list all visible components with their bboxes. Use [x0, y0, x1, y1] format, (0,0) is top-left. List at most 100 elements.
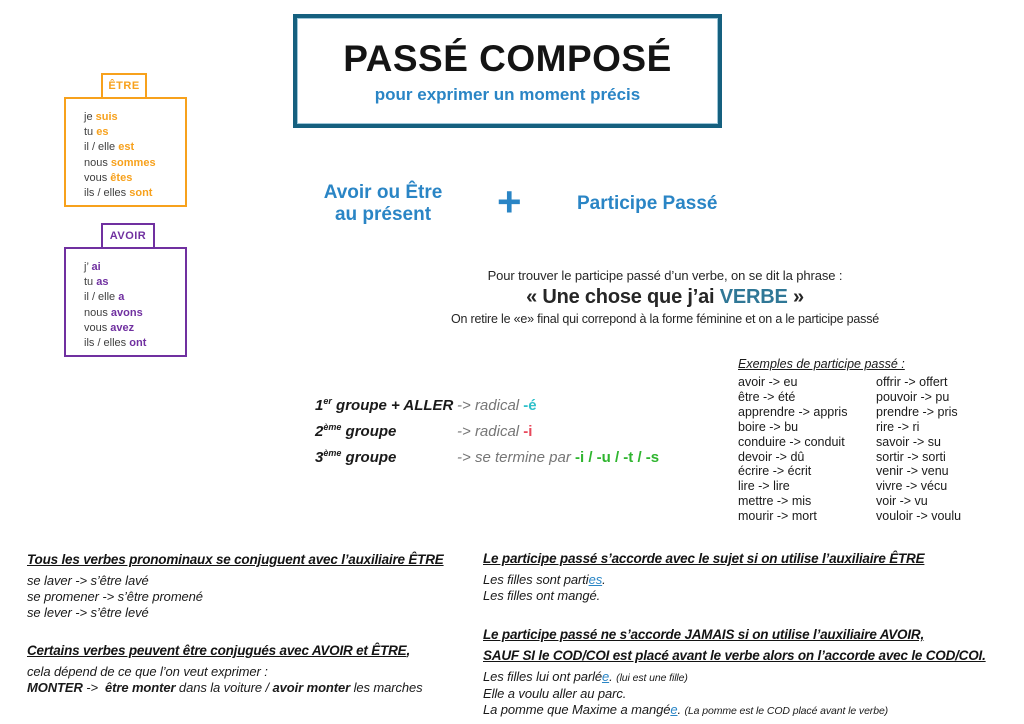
group-rule-row: 2ème groupe -> radical -i	[315, 422, 659, 448]
avoir-conjugation-card: j’ ai tu as il / elle a nous avons vous …	[64, 247, 187, 357]
example-item: boire -> bu	[738, 419, 799, 434]
plus-sign: +	[497, 178, 522, 225]
etre-card-tab: ÊTRE	[101, 73, 147, 99]
rule-text: radical	[474, 397, 524, 414]
avoir-agreement-heading-line1: Le participe passé ne s’accorde JAMAIS s…	[483, 627, 925, 642]
group-rule-row: 1er groupe + ALLER -> radical -é	[315, 396, 659, 422]
example-sentence: Les filles lui ont parlée. (lui est une …	[483, 669, 1013, 686]
conjugation-row: tu as	[84, 275, 185, 290]
explanation-line: cela dépend de ce que l’on veut exprimer…	[27, 664, 268, 680]
conjugation-row: nous avons	[84, 306, 185, 321]
example-item: savoir -> su	[876, 434, 941, 449]
agreement-ending-highlight: es	[588, 572, 603, 587]
quote-close: »	[787, 286, 804, 308]
example-item: sortir -> sorti	[876, 449, 946, 464]
agreement-rules-section: Le participe passé s’accorde avec le suj…	[483, 550, 1013, 719]
pronominal-verbs-section: Tous les verbes pronominaux se conjuguen…	[27, 551, 479, 696]
verb-form: est	[118, 141, 135, 154]
group-name: 2ème groupe	[315, 422, 457, 440]
sentence-text: .	[609, 669, 617, 684]
conjugation-row: j’ ai	[84, 260, 185, 275]
page-subtitle: pour exprimer un moment précis	[374, 84, 641, 104]
conjugation-row: vous avez	[84, 321, 185, 336]
conjugation-row: ils / elles sont	[84, 186, 185, 201]
pronoun: je	[84, 111, 96, 123]
monter-end-text: les marches	[350, 680, 423, 696]
group-name-rest: groupe + ALLER	[331, 397, 454, 414]
pronoun: j’	[84, 261, 92, 273]
verb-form: ai	[91, 261, 101, 273]
etre-agreement-heading: Le participe passé s’accorde avec le suj…	[483, 551, 925, 566]
arrow: ->	[457, 449, 475, 466]
agreement-ending-highlight: e	[602, 669, 610, 684]
conjugation-row: tu es	[84, 125, 185, 140]
etre-conjugation-card: je suis tu es il / elle est nous sommes …	[64, 97, 187, 207]
sentence-text: Les filles sont parti	[483, 572, 589, 587]
rule-text: radical	[474, 423, 524, 440]
verb-form: as	[96, 276, 109, 289]
group-ordinal-suffix: er	[323, 396, 332, 406]
example-item: conduire -> conduit	[738, 434, 845, 449]
participle-tip-block: Pour trouver le participe passé d’un ver…	[415, 268, 915, 326]
example-item: voir -> vu	[876, 494, 928, 509]
tip-quote: « Une chose que j’ai VERBE »	[415, 286, 915, 309]
avoir-card-label: AVOIR	[109, 230, 147, 242]
group-number: 2	[315, 423, 324, 440]
group-rule-description: -> se termine par	[457, 449, 575, 466]
example-sentence: Les filles ont mangé.	[483, 588, 601, 603]
verb-form: sommes	[110, 156, 156, 169]
pronoun: il / elle	[84, 291, 119, 304]
group-number: 1	[315, 397, 324, 414]
verb-form: es	[96, 126, 109, 139]
group-rule-row: 3ème groupe -> se termine par -i / -u / …	[315, 448, 659, 474]
etre-card-label: ÊTRE	[108, 80, 140, 92]
example-item: apprendre -> appris	[738, 404, 848, 419]
example-item: mettre -> mis	[738, 494, 812, 509]
group-ending: -é	[523, 397, 537, 414]
tip-intro: Pour trouver le participe passé d’un ver…	[487, 268, 843, 283]
quote-open: «	[526, 286, 543, 308]
examples-column-1: avoir -> eu être -> été apprendre -> app…	[738, 375, 876, 524]
parenthetical-note: (lui est une fille)	[616, 672, 688, 684]
avoir-monter: avoir monter	[272, 680, 351, 696]
group-ordinal-suffix: ème	[323, 422, 342, 432]
example-item: avoir -> eu	[738, 375, 798, 389]
group-name: 3ème groupe	[315, 448, 457, 466]
group-ending: -i	[523, 423, 533, 440]
formula-participle: Participe Passé	[577, 193, 718, 214]
formula-auxiliary: Avoir ou Être au présent	[313, 182, 453, 226]
verb-form: suis	[95, 111, 118, 123]
verb-form: sont	[129, 187, 153, 200]
quote-verb-placeholder: VERBE	[719, 286, 788, 308]
example-item: prendre -> pris	[876, 404, 958, 419]
quote-main: Une chose que j’ai	[542, 286, 720, 308]
example-sentence: se promener -> s’être promené	[27, 588, 203, 604]
example-item: devoir -> dû	[738, 449, 805, 464]
etre-monter: être monter	[105, 680, 176, 696]
pronoun: nous	[84, 306, 111, 319]
pronoun: vous	[84, 321, 111, 334]
example-item: venir -> venu	[876, 464, 949, 479]
tip-note: On retire le «e» final qui correpond à l…	[450, 312, 880, 326]
example-item: être -> été	[738, 389, 796, 404]
example-item: écrire -> écrit	[738, 464, 812, 479]
verb-form: êtes	[110, 171, 133, 184]
group-name-rest: groupe	[341, 423, 397, 440]
pronoun: vous	[84, 171, 111, 184]
group-number: 3	[315, 449, 324, 466]
example-item: pouvoir -> pu	[876, 389, 950, 404]
title-box: PASSÉ COMPOSÉ pour exprimer un moment pr…	[293, 14, 722, 128]
examples-columns: avoir -> eu être -> été apprendre -> app…	[738, 375, 961, 524]
group-rule-description: -> radical	[457, 397, 523, 414]
group-name-rest: groupe	[341, 449, 397, 466]
agreement-ending-highlight: e	[670, 702, 678, 717]
avoir-agreement-heading-line2: SAUF SI le COD/COI est placé avant le ve…	[483, 648, 986, 663]
example-item: vouloir -> voulu	[876, 509, 962, 524]
example-sentence: Elle a voulu aller au parc.	[483, 686, 627, 701]
example-item: mourir -> mort	[738, 509, 817, 524]
example-sentence: La pomme que Maxime a mangée. (La pomme …	[483, 702, 1013, 719]
group-name: 1er groupe + ALLER	[315, 396, 457, 414]
sentence-text: Les filles lui ont parlé	[483, 669, 602, 684]
example-sentence: Les filles sont parties.	[483, 572, 1013, 588]
pronoun: tu	[84, 126, 97, 139]
